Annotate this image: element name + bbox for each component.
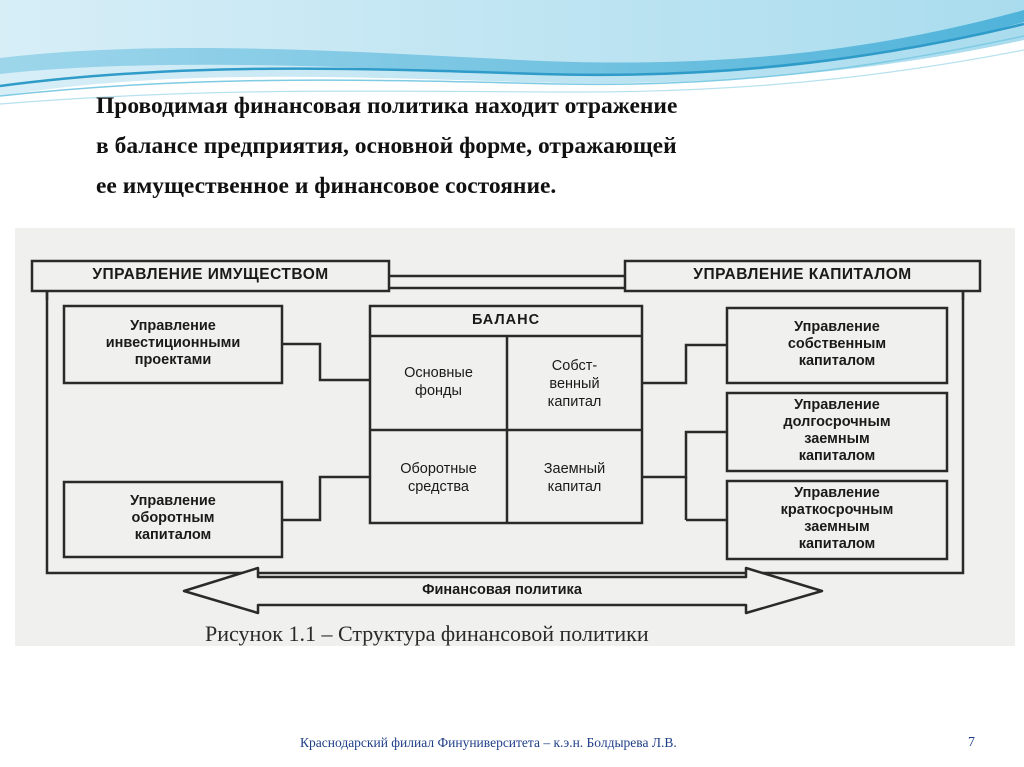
page-number: 7 <box>968 735 975 750</box>
left-box-working-capital <box>62 480 284 559</box>
outer-frame <box>45 286 965 575</box>
heading-line: Проводимая финансовая политика находит о… <box>96 93 678 119</box>
figure-caption: Рисунок 1.1 – Структура финансовой полит… <box>205 621 649 646</box>
left-box-investments-label: Управление инвестиционными проектами <box>105 318 241 368</box>
balance-cell-fixed-assets: Основные фонды <box>404 365 473 399</box>
left-box-working-capital-label: Управление оборотным капиталом <box>130 493 216 543</box>
financial-policy-arrow-label: Финансовая политика <box>422 582 582 598</box>
balance-cell-current-assets: Оборотные средства <box>400 461 477 495</box>
right-box-equity-label: Управление собственным капиталом <box>787 319 887 369</box>
heading-line: в балансе предприятия, основной форме, о… <box>96 133 677 159</box>
financial-policy-arrow <box>182 566 824 615</box>
header-left-label: УПРАВЛЕНИЕ ИМУЩЕСТВОМ <box>92 266 329 283</box>
header-left-box <box>30 259 391 293</box>
balance-cell-equity: Собст- венный капитал <box>547 358 602 410</box>
balance-cell-borrowed-capital: Заемный капитал <box>543 461 606 495</box>
header-right-label: УПРАВЛЕНИЕ КАПИТАЛОМ <box>693 266 912 283</box>
heading-line: ее имущественное и финансовое состояние. <box>96 173 557 199</box>
slide-heading: Проводимая финансовая политика находит о… <box>96 86 976 206</box>
right-box-long-term-label: Управление долгосрочным заемным капитало… <box>783 397 891 464</box>
wave-header-decoration <box>0 0 1024 105</box>
right-box-long-term <box>725 391 949 473</box>
right-box-short-term-label: Управление краткосрочным заемным капитал… <box>780 485 894 552</box>
footer-text: Краснодарский филиал Финуниверситета – к… <box>300 735 677 750</box>
left-box-investments <box>62 304 284 385</box>
balance-title: БАЛАНС <box>471 312 541 328</box>
